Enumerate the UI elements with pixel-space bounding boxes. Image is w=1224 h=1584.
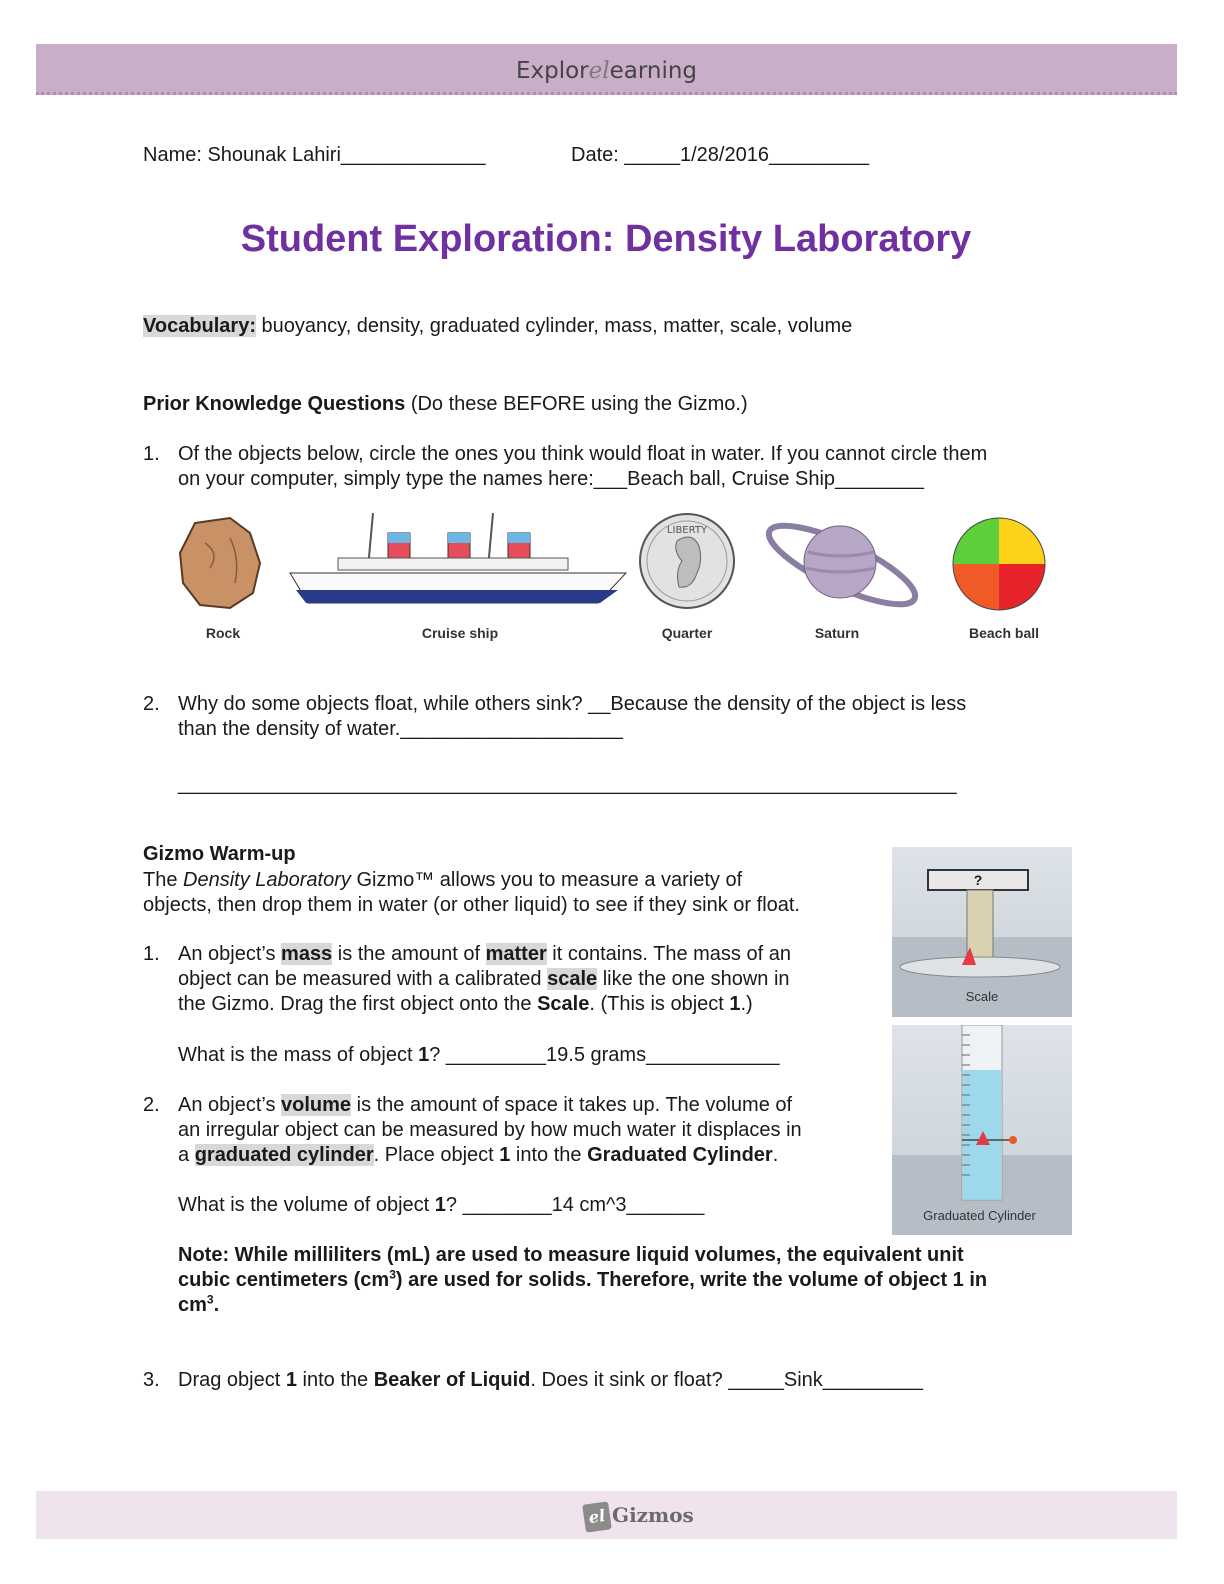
note-line-1: Note: While milliliters (mL) are used to… xyxy=(178,1244,964,1266)
header-bar: Explorelearning xyxy=(36,44,1177,95)
step-number: 3. xyxy=(143,1369,160,1391)
question-1-line-1: Of the objects below, circle the ones yo… xyxy=(178,443,988,465)
beach-ball-image xyxy=(952,517,1046,611)
object-label-quarter: Quarter xyxy=(661,625,713,641)
note-line-3: cm3. xyxy=(178,1292,220,1316)
step-1-line-3: the Gizmo. Drag the first object onto th… xyxy=(178,993,753,1015)
warmup-intro-line-2: objects, then drop them in water (or oth… xyxy=(143,894,800,916)
question-number: 2. xyxy=(143,693,160,715)
object-label-beach-ball: Beach ball xyxy=(968,625,1040,641)
page-title: Student Exploration: Density Laboratory xyxy=(240,218,972,260)
step-number: 1. xyxy=(143,943,160,965)
question-number: 1. xyxy=(143,443,160,465)
saturn-image xyxy=(765,522,919,608)
rock-image xyxy=(178,516,262,610)
scale-illustration xyxy=(892,869,1072,1017)
scale-readout: ? xyxy=(973,872,983,888)
note-line-2: cubic centimeters (cm3) are used for sol… xyxy=(178,1267,988,1291)
graduated-cylinder-illustration xyxy=(892,1024,1072,1235)
step-2-line-3: a graduated cylinder. Place object 1 int… xyxy=(178,1144,779,1166)
question-1-line-2: on your computer, simply type the names … xyxy=(178,468,925,490)
scale-caption: Scale xyxy=(965,989,999,1004)
step-1-line-2: object can be measured with a calibrated… xyxy=(178,968,790,990)
date-field: Date: _____1/28/2016_________ xyxy=(571,144,870,166)
object-label-rock: Rock xyxy=(205,625,241,641)
step-number: 2. xyxy=(143,1094,160,1116)
scale-panel: ? Scale xyxy=(892,847,1072,1017)
warmup-heading: Gizmo Warm-up xyxy=(143,843,296,865)
vocabulary: Vocabulary: buoyancy, density, graduated… xyxy=(143,314,852,339)
name-field: Name: Shounak Lahiri_____________ xyxy=(143,144,486,166)
question-2-line-1: Why do some objects float, while others … xyxy=(178,693,967,715)
object-label-cruise-ship: Cruise ship xyxy=(421,625,499,641)
volume-question: What is the volume of object 1? ________… xyxy=(178,1194,705,1216)
graduated-cylinder-panel: Graduated Cylinder xyxy=(892,1024,1072,1235)
step-2-line-1: An object’s volume is the amount of spac… xyxy=(178,1094,793,1116)
quarter-image: LIBERTY xyxy=(639,513,735,609)
brand-logo: Explorelearning xyxy=(515,58,698,84)
answer-blank-line: ________________________________________… xyxy=(178,773,957,795)
mass-question: What is the mass of object 1? _________1… xyxy=(178,1044,780,1066)
step-3-line: Drag object 1 into the Beaker of Liquid.… xyxy=(178,1369,923,1391)
cruise-ship-image xyxy=(289,512,628,604)
question-2-line-2: than the density of water.______________… xyxy=(178,718,623,740)
vocabulary-terms: buoyancy, density, graduated cylinder, m… xyxy=(256,315,853,337)
vocabulary-label: Vocabulary: xyxy=(143,315,256,337)
warmup-intro-line-1: The Density Laboratory Gizmo™ allows you… xyxy=(143,869,743,891)
prior-knowledge-heading: Prior Knowledge Questions (Do these BEFO… xyxy=(143,393,748,415)
step-2-line-2: an irregular object can be measured by h… xyxy=(178,1119,802,1141)
graduated-cylinder-caption: Graduated Cylinder xyxy=(923,1208,1036,1223)
svg-text:LIBERTY: LIBERTY xyxy=(667,525,708,536)
step-1-line-1: An object’s mass is the amount of matter… xyxy=(178,943,791,965)
object-label-saturn: Saturn xyxy=(814,625,860,641)
